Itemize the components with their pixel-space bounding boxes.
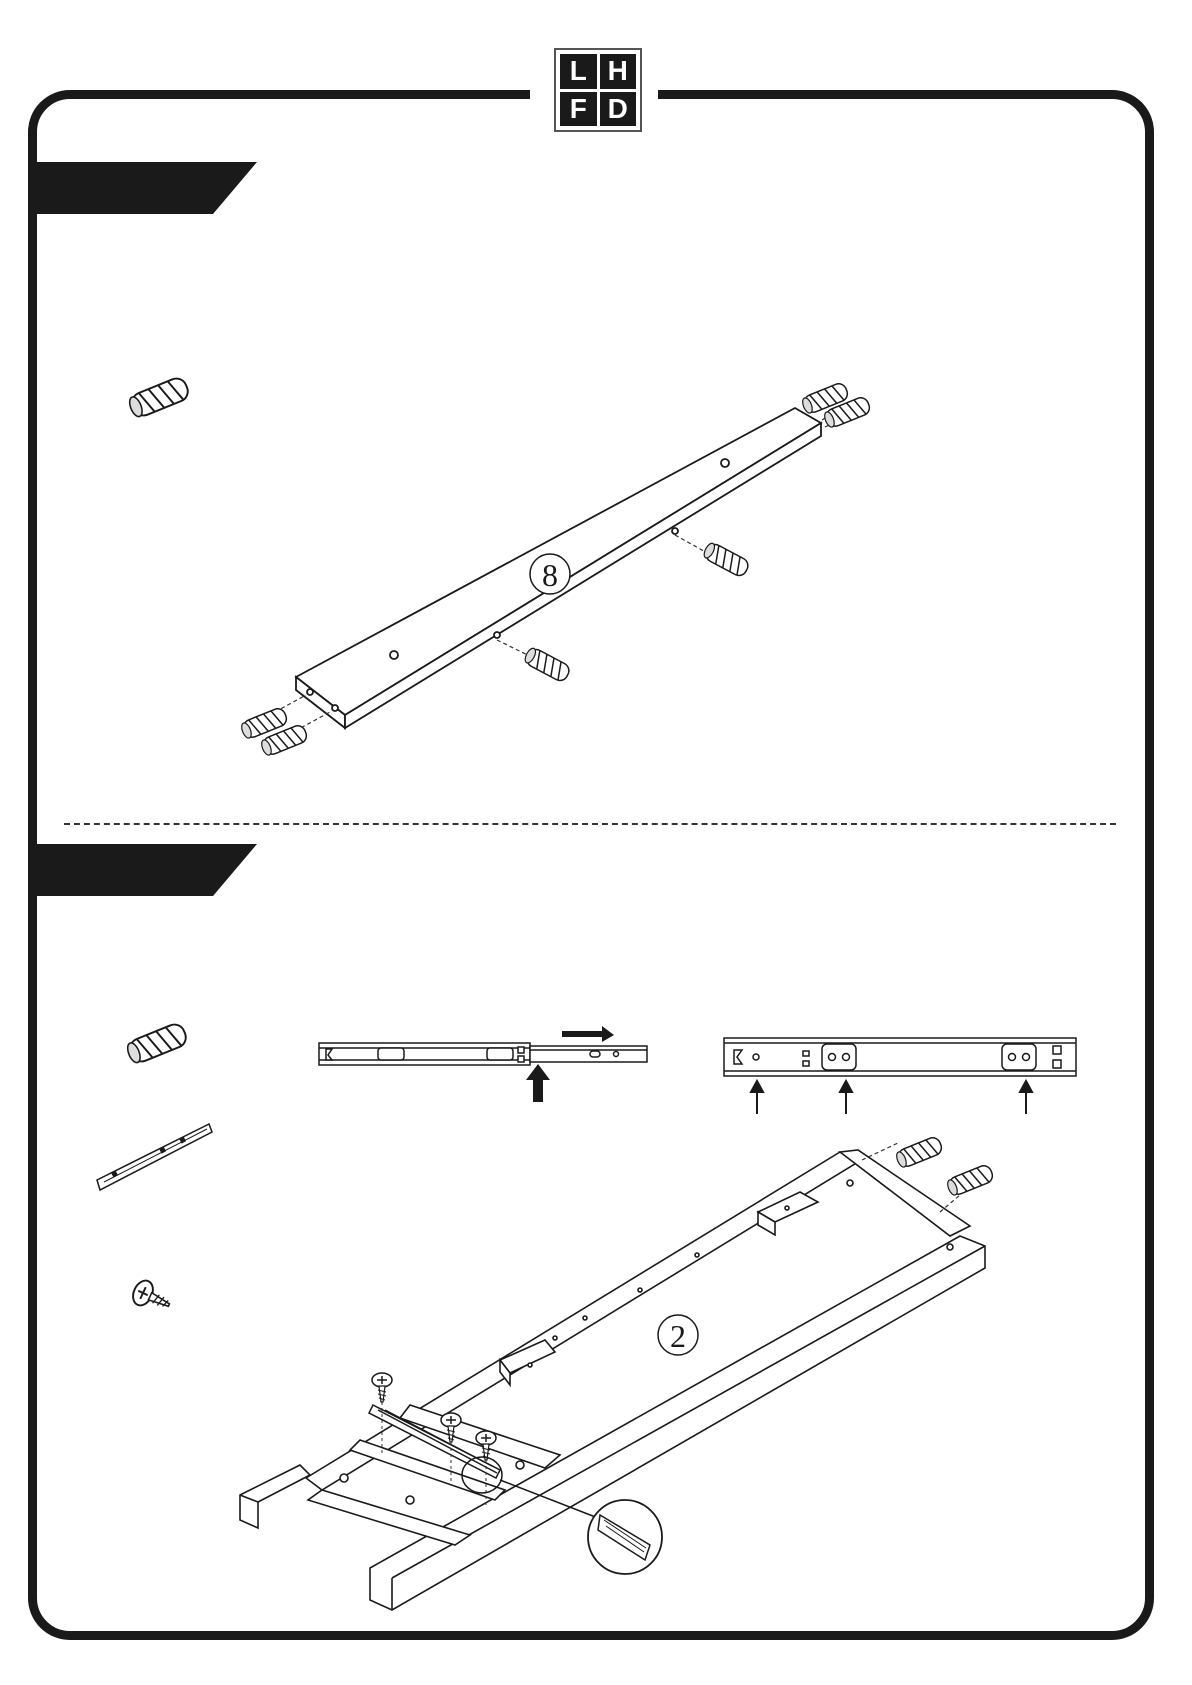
zoom-detail xyxy=(588,1500,662,1574)
arrow-right-icon xyxy=(562,1026,614,1042)
dowel-icon xyxy=(894,1135,943,1169)
screw-icon xyxy=(372,1373,392,1402)
dowel-icon xyxy=(702,541,751,578)
screw-icon xyxy=(129,1277,174,1316)
slide-detail-closed xyxy=(724,1038,1076,1076)
arrow-up-icon xyxy=(526,1064,550,1102)
arrow-up-icon xyxy=(1020,1081,1032,1114)
dowel-icon xyxy=(127,375,191,419)
dowel-icon xyxy=(523,646,572,683)
panel-number-2: 2 xyxy=(670,1318,686,1354)
panel-number-8: 8 xyxy=(542,557,558,593)
dowel-icon xyxy=(945,1163,994,1197)
slide-detail-extended xyxy=(319,1043,647,1065)
arrow-up-icon xyxy=(840,1081,852,1114)
dowel-icon xyxy=(125,1021,189,1065)
drawer-slide-icon xyxy=(97,1124,212,1190)
arrow-up-icon xyxy=(751,1081,763,1114)
